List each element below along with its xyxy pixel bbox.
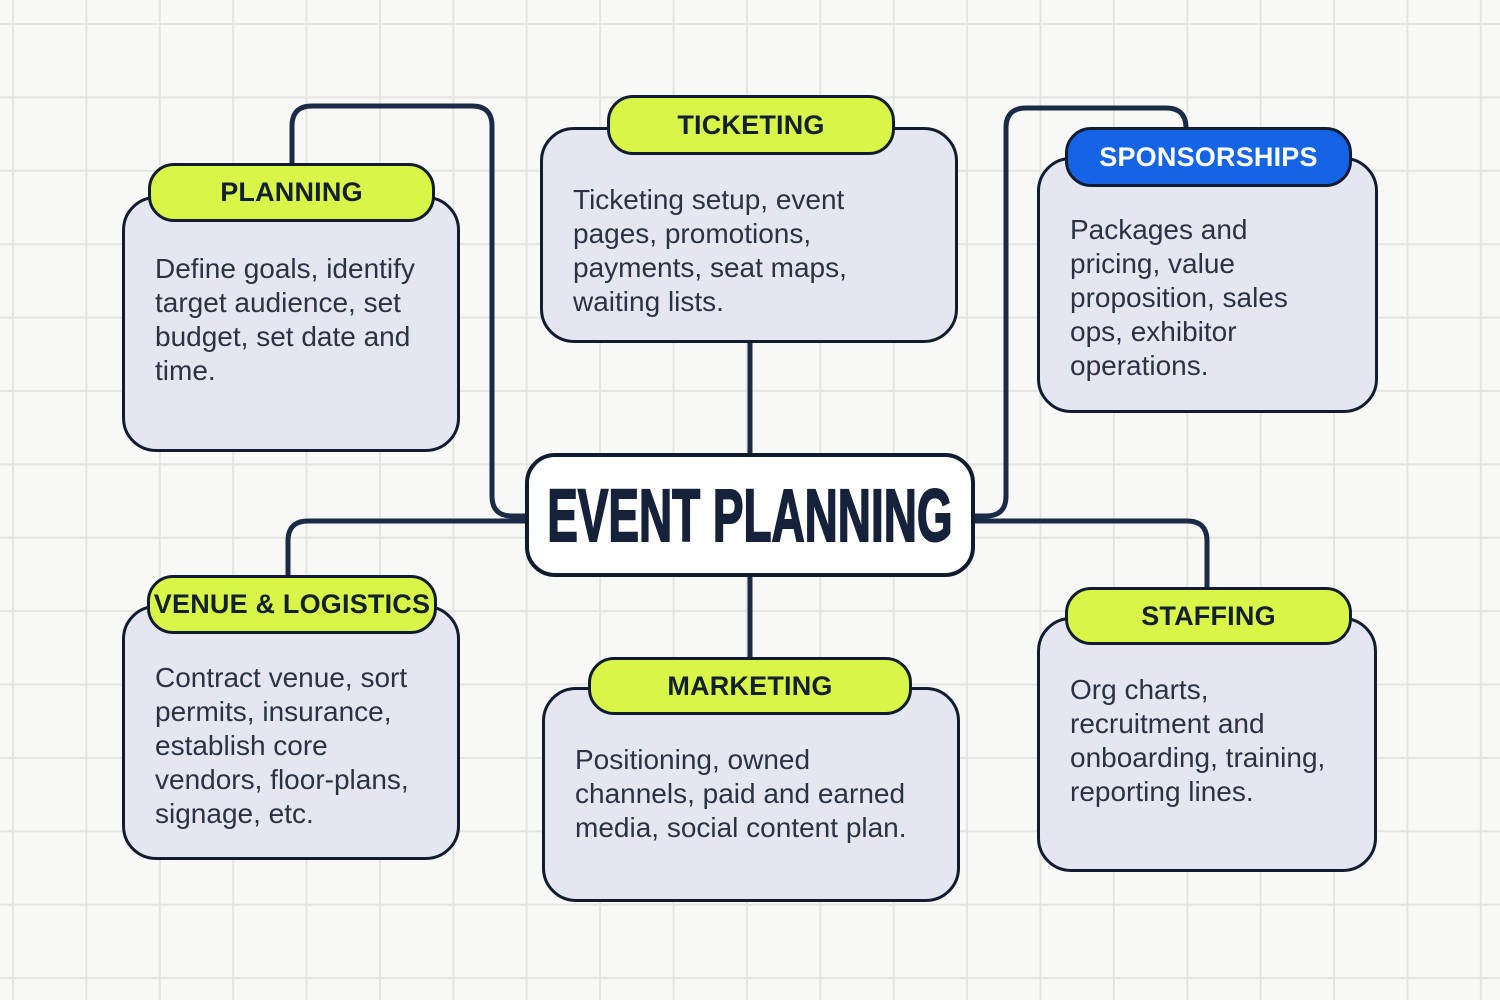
node-label-ticketing: TICKETING (607, 95, 895, 155)
node-card-marketing: Positioning, owned channels, paid and ea… (542, 687, 960, 902)
node-description-planning: Define goals, identify target audience, … (155, 253, 415, 386)
node-description-venue-logistics: Contract venue, sort permits, insurance,… (155, 662, 409, 829)
node-label-planning: PLANNING (148, 163, 435, 222)
node-card-staffing: Org charts, recruitment and onboarding, … (1037, 617, 1377, 872)
node-description-sponsorships: Packages and pricing, value proposition,… (1070, 214, 1288, 381)
node-description-staffing: Org charts, recruitment and onboarding, … (1070, 674, 1326, 807)
node-card-venue-logistics: Contract venue, sort permits, insurance,… (122, 605, 460, 860)
center-node: EVENT PLANNING (525, 453, 975, 577)
node-card-planning: Define goals, identify target audience, … (122, 196, 460, 452)
node-label-staffing: STAFFING (1065, 587, 1352, 645)
connector-venue-logistics (285, 518, 530, 580)
connector-staffing (970, 518, 1210, 592)
node-label-marketing: MARKETING (588, 657, 912, 715)
node-card-sponsorships: Packages and pricing, value proposition,… (1037, 157, 1378, 413)
connector-planning (289, 103, 530, 519)
node-description-marketing: Positioning, owned channels, paid and ea… (575, 744, 907, 843)
node-label-venue-logistics: VENUE & LOGISTICS (147, 575, 437, 634)
node-label-sponsorships: SPONSORSHIPS (1065, 127, 1352, 187)
node-description-ticketing: Ticketing setup, event pages, promotions… (573, 184, 847, 317)
connector-sponsorships (970, 105, 1189, 519)
node-card-ticketing: Ticketing setup, event pages, promotions… (540, 127, 958, 343)
diagram-title: EVENT PLANNING (547, 473, 954, 558)
